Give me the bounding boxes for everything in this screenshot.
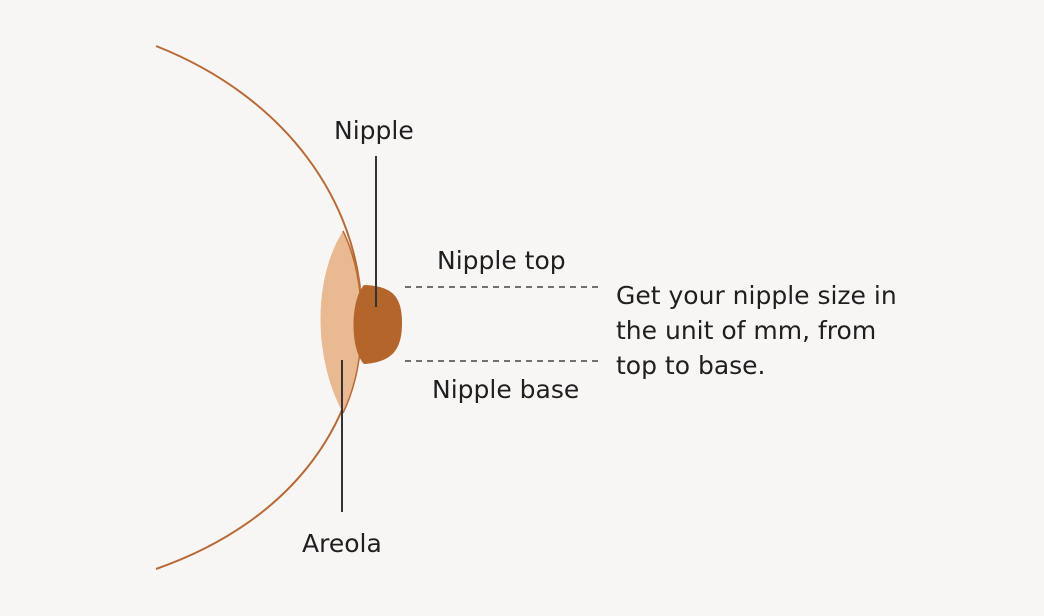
nipple-shape	[353, 285, 402, 364]
nipple-top-label: Nipple top	[437, 246, 566, 275]
nipple-base-label: Nipple base	[432, 375, 580, 404]
instruction-line-2: the unit of mm, from	[616, 316, 877, 345]
measurement-instruction: Get your nipple size in the unit of mm, …	[616, 278, 897, 383]
areola-shape	[320, 231, 363, 413]
instruction-line-1: Get your nipple size in	[616, 281, 897, 310]
nipple-label: Nipple	[334, 116, 414, 145]
areola-label: Areola	[302, 529, 382, 558]
instruction-line-3: top to base.	[616, 351, 766, 380]
